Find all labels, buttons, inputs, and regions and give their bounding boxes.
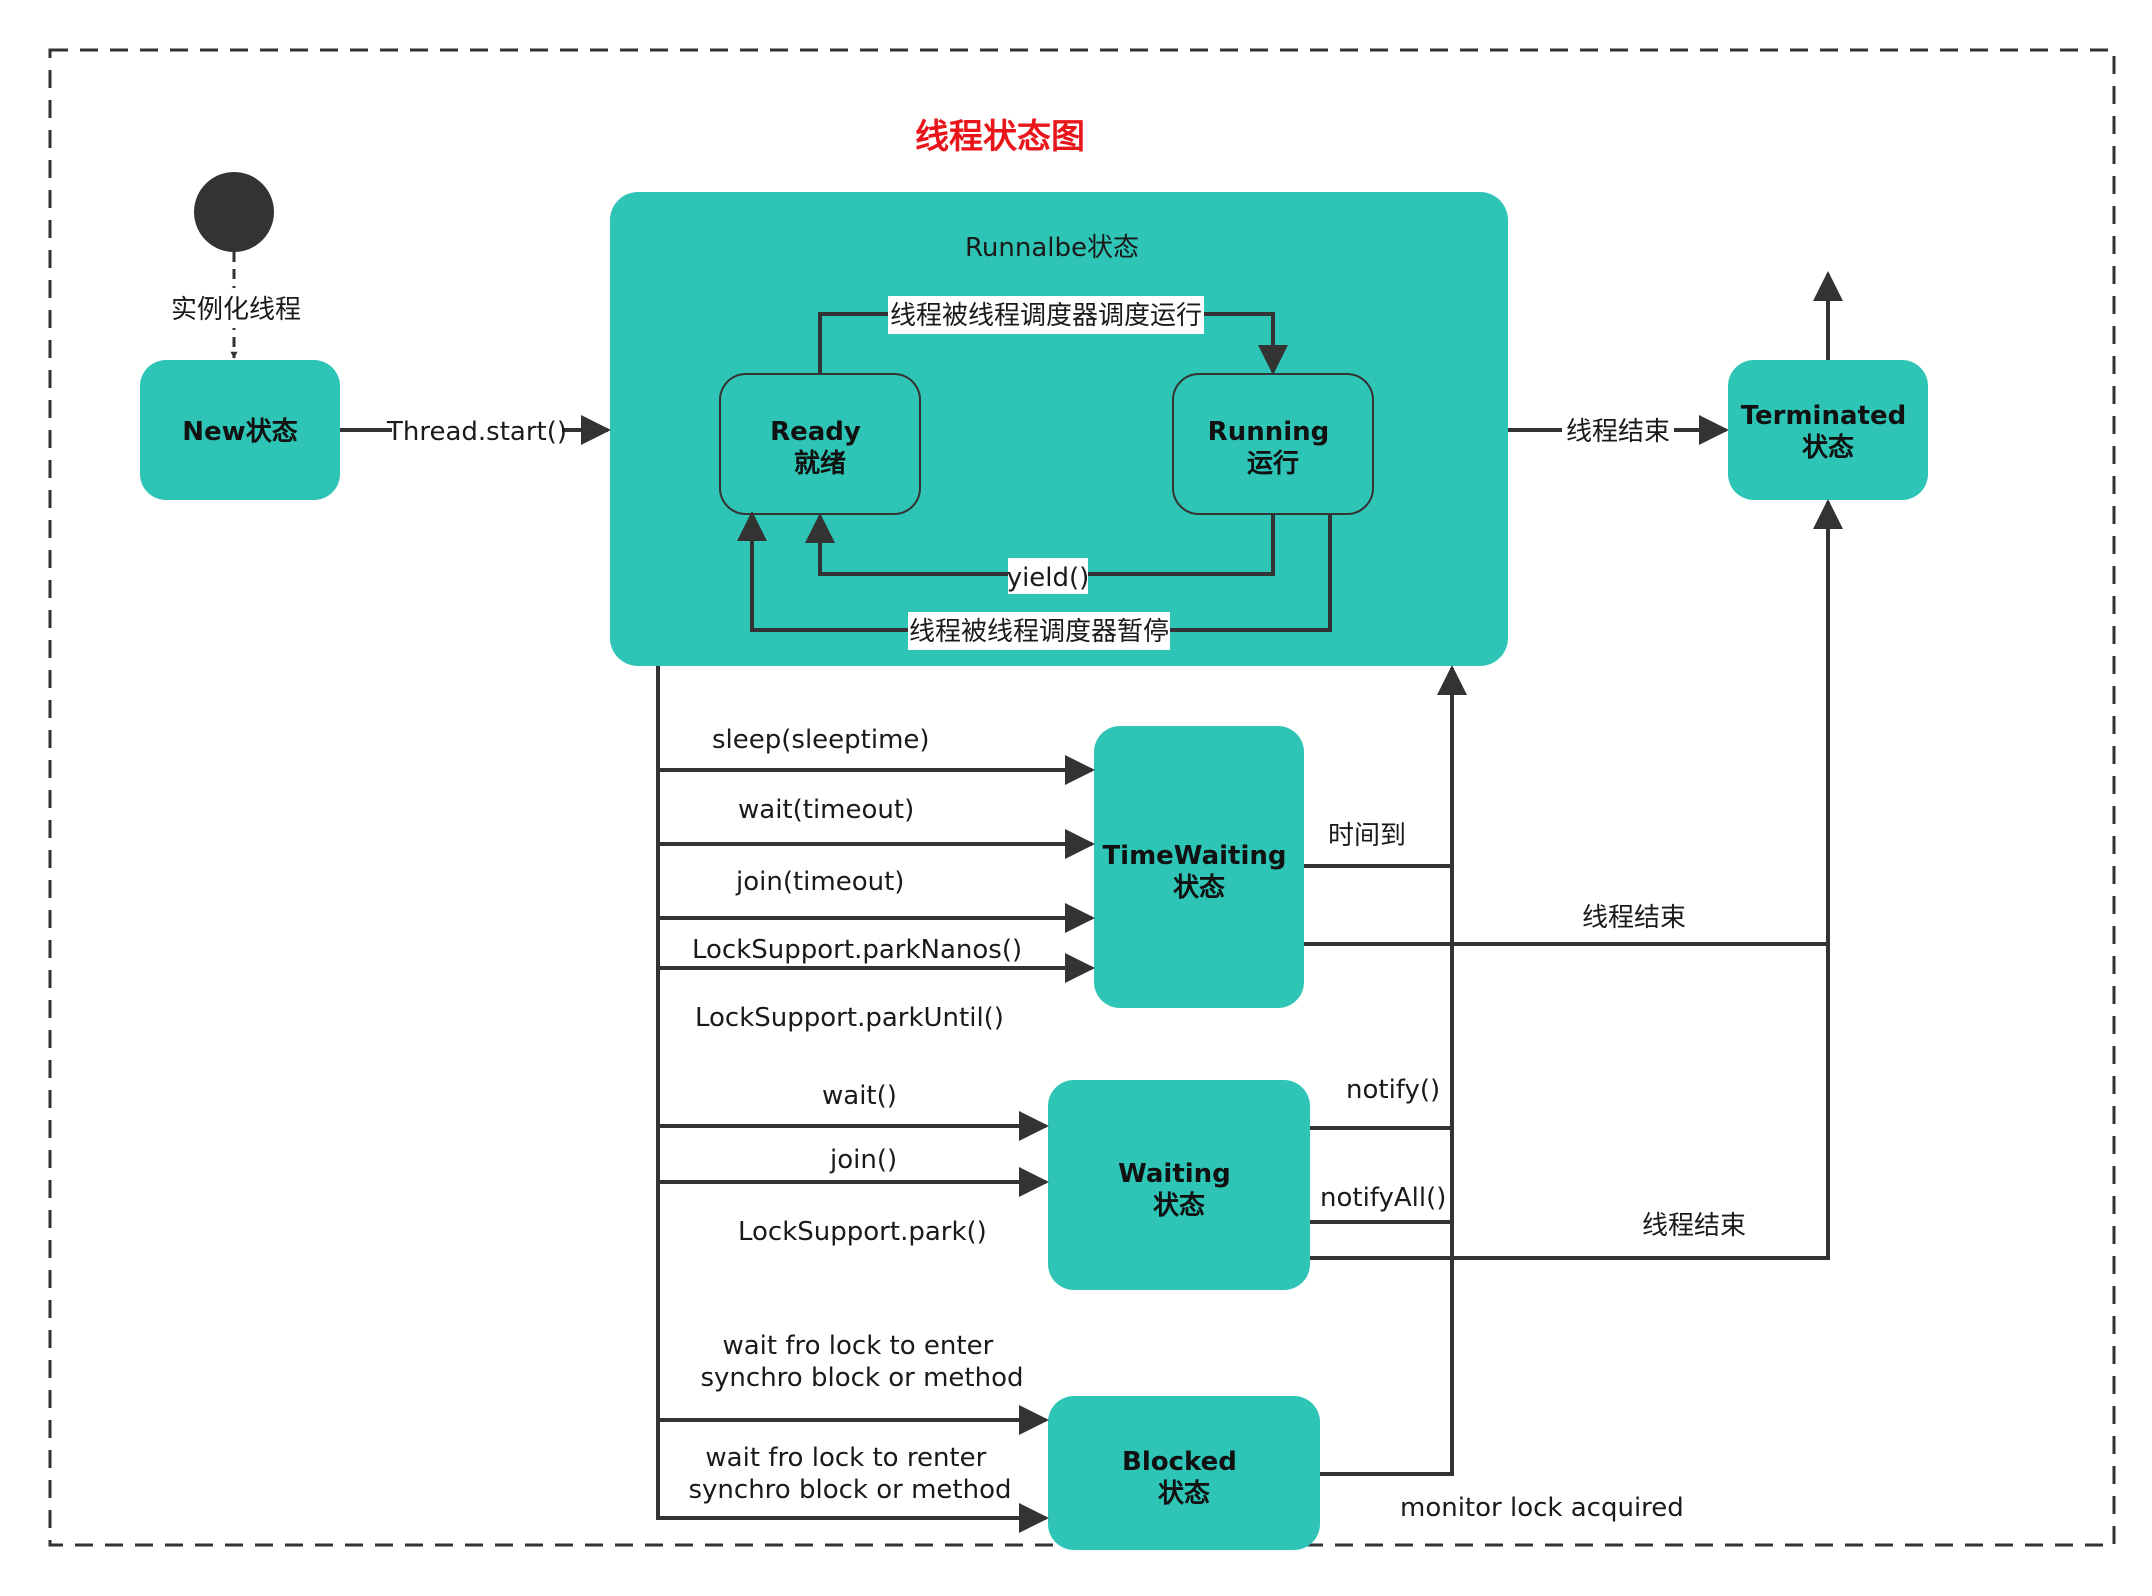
label-sleep: sleep(sleeptime) [712, 725, 930, 755]
label-park-nanos: LockSupport.parkNanos() [692, 935, 1022, 965]
svg-text:TimeWaiting 状态: TimeWaiting 状态 [1102, 841, 1295, 903]
label-wait-lock-renter-2: synchro block or method [689, 1475, 1012, 1505]
svg-text:Blocked 状态: Blocked 状态 [1122, 1447, 1246, 1509]
svg-text:Ready 就绪: Ready 就绪 [770, 417, 870, 479]
state-waiting-label: Waiting [1118, 1159, 1231, 1189]
label-park-until: LockSupport.parkUntil() [695, 1003, 1004, 1033]
label-wait-lock-renter: wait fro lock to renter [705, 1443, 986, 1473]
state-timewaiting-label: TimeWaiting [1102, 841, 1286, 871]
label-thread-end-w: 线程结束 [1642, 1211, 1746, 1241]
state-waiting [1048, 1080, 1310, 1290]
svg-text:Running 运行: Running 运行 [1208, 417, 1339, 479]
label-scheduler-pause: 线程被线程调度器暂停 [909, 617, 1169, 647]
state-runnable-label: Runnalbe状态 [965, 233, 1139, 263]
state-runnable [610, 192, 1508, 666]
label-thread-end-tw: 线程结束 [1582, 903, 1686, 933]
label-join: join() [829, 1145, 897, 1175]
state-new [140, 360, 340, 500]
state-running-label: Running [1208, 417, 1330, 447]
state-terminated-sublabel: 状态 [1802, 432, 1854, 463]
svg-text:Waiting 状态: Waiting 状态 [1118, 1159, 1240, 1221]
state-ready-sublabel: 就绪 [794, 448, 846, 479]
state-blocked [1048, 1396, 1320, 1550]
label-wait-lock-enter-2: synchro block or method [701, 1363, 1024, 1393]
state-terminated [1728, 360, 1928, 500]
state-waiting-sublabel: 状态 [1153, 1190, 1205, 1221]
diagram-title: 线程状态图 [915, 117, 1085, 157]
state-timewaiting-sublabel: 状态 [1173, 872, 1225, 903]
label-wait-lock-enter: wait fro lock to enter [722, 1331, 993, 1361]
label-join-timeout: join(timeout) [735, 867, 904, 897]
state-terminated-label: Terminated [1741, 401, 1906, 431]
label-yield: yield() [1007, 563, 1090, 593]
state-new-label: New状态 [182, 416, 297, 447]
label-monitor-acquired: monitor lock acquired [1400, 1493, 1684, 1523]
state-blocked-label: Blocked [1122, 1447, 1237, 1477]
state-running-sublabel: 运行 [1247, 448, 1299, 479]
state-timewaiting [1094, 726, 1304, 1008]
edge-thread-end-w [1310, 944, 1830, 1260]
initial-node [194, 172, 274, 252]
edge-monitor-acquired [1320, 665, 1467, 1476]
label-wait: wait() [822, 1081, 897, 1111]
label-time-up: 时间到 [1328, 821, 1406, 851]
label-thread-end-top: 线程结束 [1566, 417, 1670, 447]
svg-text:Terminated 状态: Terminated 状态 [1741, 401, 1916, 463]
label-instantiate: 实例化线程 [171, 295, 301, 325]
label-scheduled-run: 线程被线程调度器调度运行 [890, 301, 1202, 331]
label-wait-timeout: wait(timeout) [738, 795, 914, 825]
label-notify-all: notifyAll() [1320, 1183, 1446, 1213]
label-park: LockSupport.park() [738, 1217, 987, 1247]
state-blocked-sublabel: 状态 [1158, 1478, 1210, 1509]
label-thread-start: Thread.start() [386, 417, 567, 447]
svg-text:wait fro lock to enter syn: wait fro lock to enter synchro block or … [701, 1331, 1024, 1393]
label-notify: notify() [1346, 1075, 1440, 1105]
svg-text:wait fro lock to renter sy: wait fro lock to renter synchro block or… [689, 1443, 1012, 1505]
state-ready-label: Ready [770, 417, 861, 447]
